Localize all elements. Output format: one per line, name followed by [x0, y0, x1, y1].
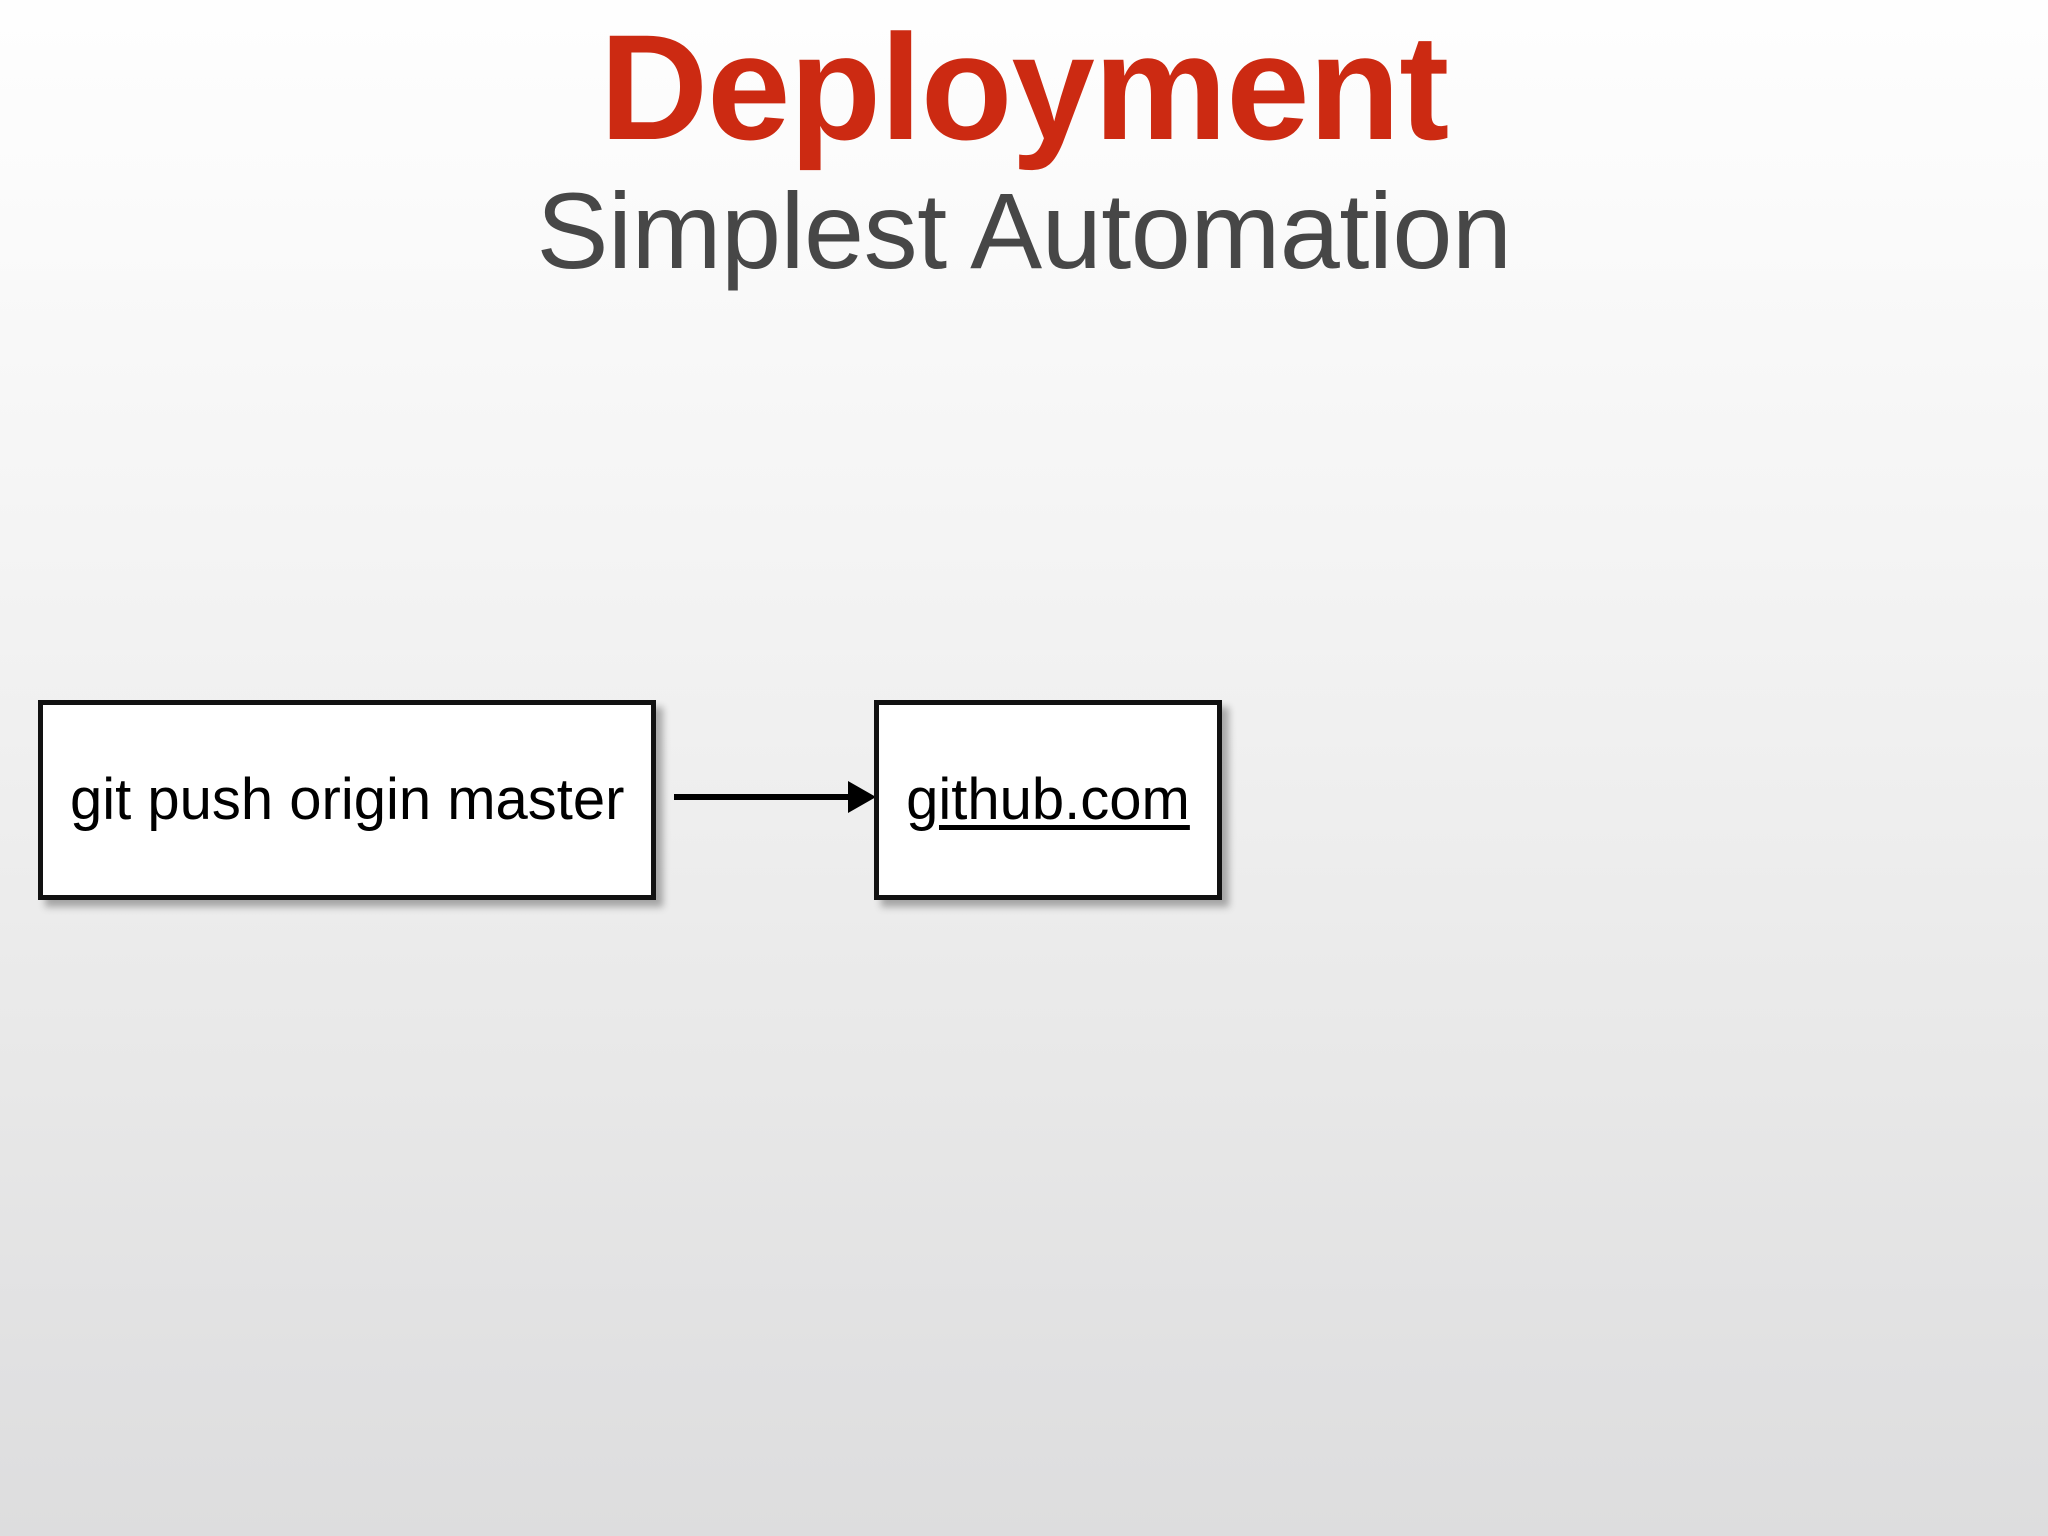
slide-header: Deployment Simplest Automation: [0, 8, 2048, 290]
page-subtitle: Simplest Automation: [536, 170, 1513, 291]
node-command-box: git push origin master: [38, 700, 656, 900]
arrow-head-icon: [848, 781, 876, 813]
node-destination-link[interactable]: github.com: [906, 767, 1190, 832]
flow-arrow-connector: [674, 781, 876, 813]
node-destination-box[interactable]: github.com: [874, 700, 1222, 900]
page-title: Deployment: [599, 3, 1449, 171]
node-command-label: git push origin master: [70, 767, 625, 832]
